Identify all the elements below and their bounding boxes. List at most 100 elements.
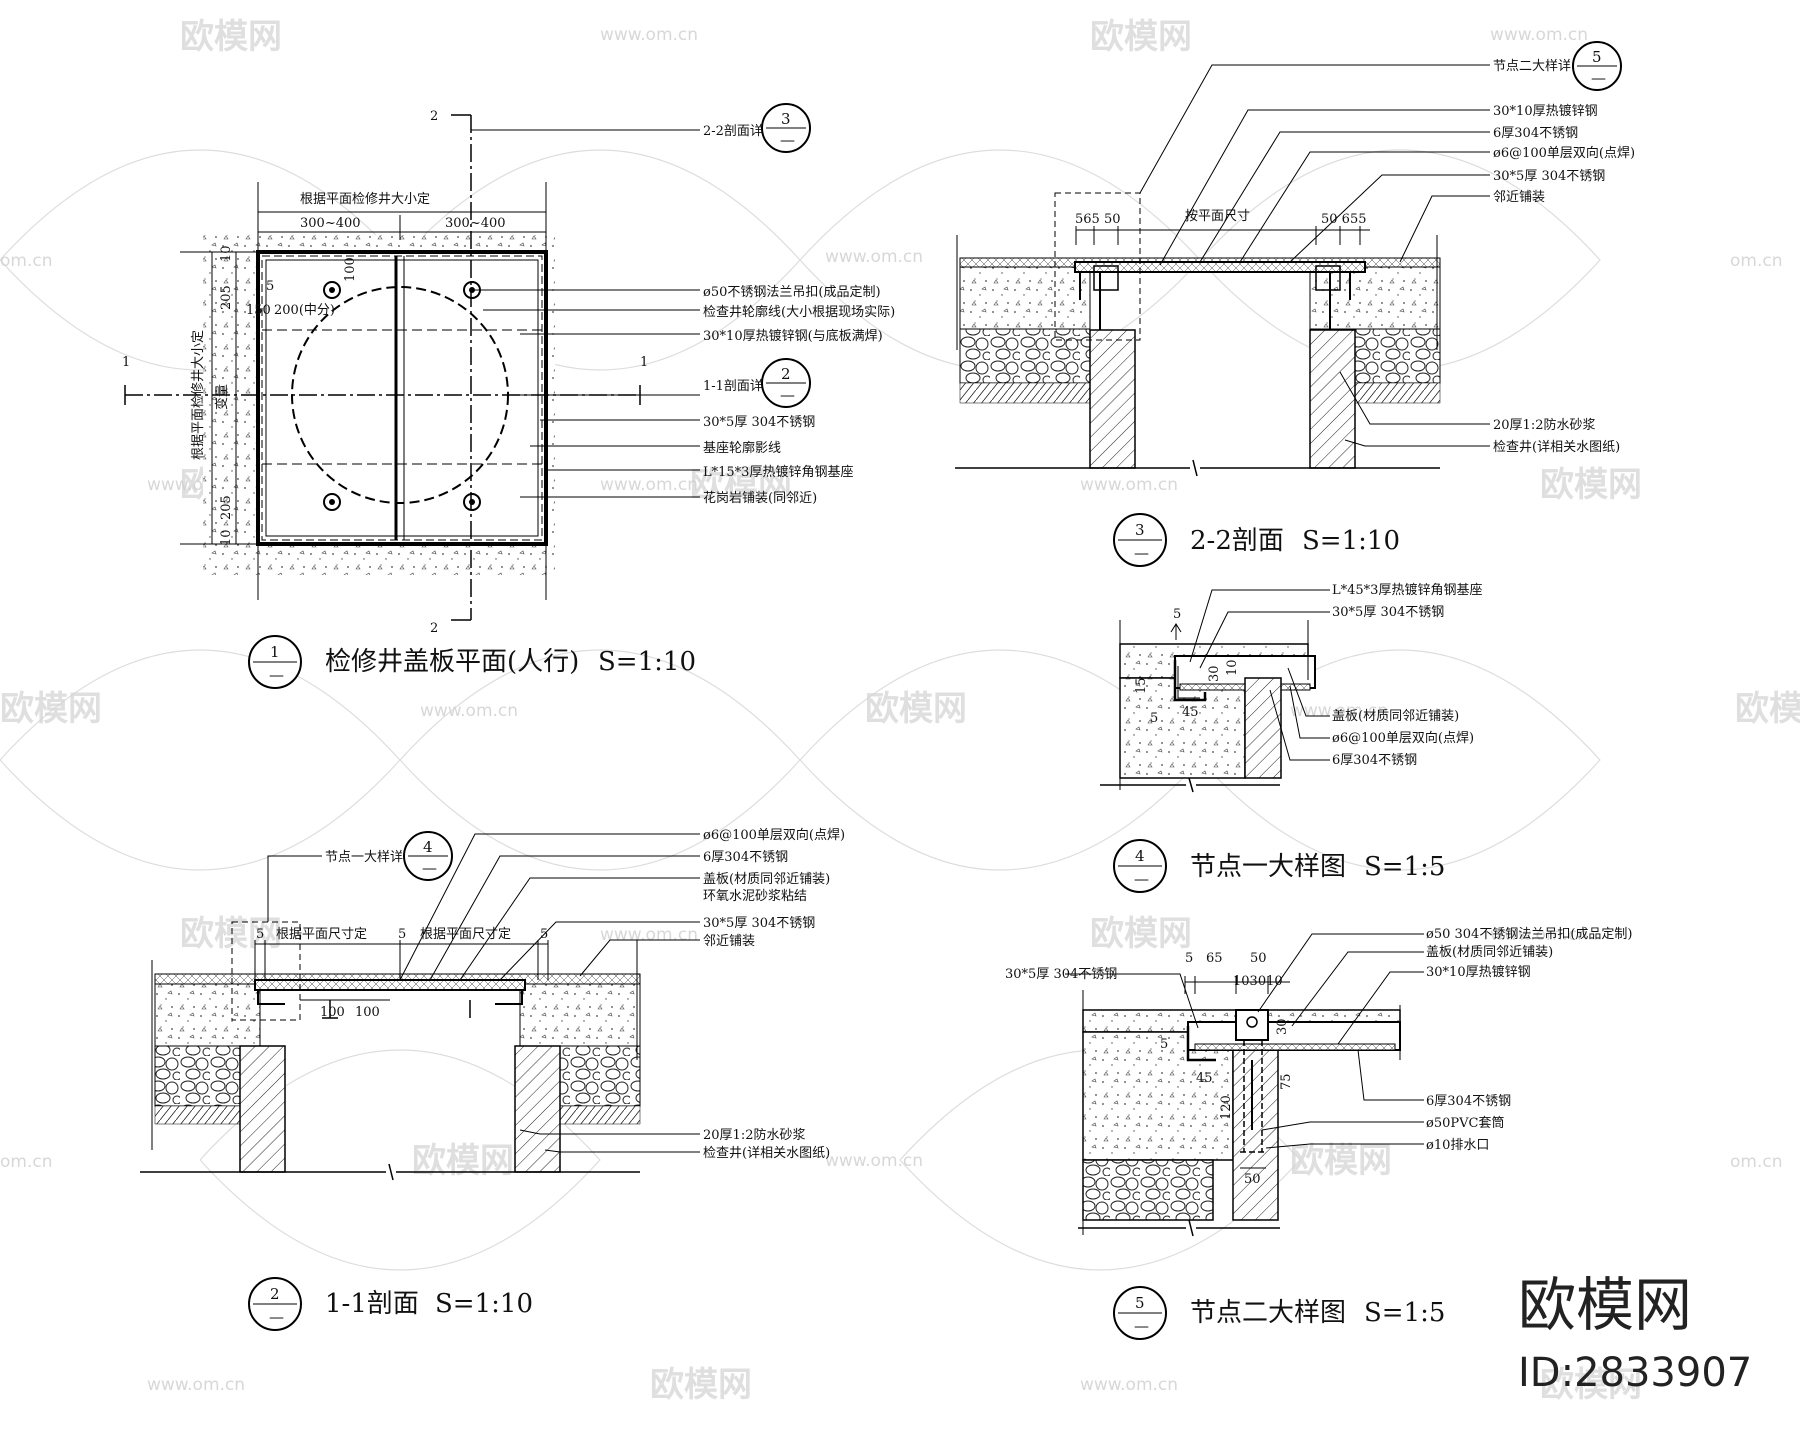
dimension-label: 10 xyxy=(219,245,234,262)
watermark-brand: 欧模网 xyxy=(690,465,792,505)
view-scale: S=1:10 xyxy=(598,647,696,677)
callout-label: ø50 304不锈钢法兰吊扣(成品定制) xyxy=(1426,927,1632,942)
callout-label: 30*10厚热镀锌钢(与底板满焊) xyxy=(703,328,883,344)
callout-label: 30*5厚 304不锈钢 xyxy=(1332,605,1444,620)
view-title-marker: 1 — xyxy=(248,635,302,689)
manhole-wall xyxy=(514,1045,561,1173)
callout-label: 检查井轮廓线(大小根据现场实际) xyxy=(703,304,895,320)
dimension-label: 65 xyxy=(1206,951,1223,966)
svg-text:—: — xyxy=(1134,870,1149,888)
manhole-wall xyxy=(1309,329,1356,469)
svg-text:—: — xyxy=(269,1308,284,1326)
callout-label: 盖板(材质同邻近铺装) xyxy=(703,872,830,887)
watermark-url: om.cn xyxy=(1730,251,1783,271)
callout-label: ø50不锈钢法兰吊扣(成品定制) xyxy=(703,285,881,300)
callout-label: 节点一大样详 xyxy=(325,850,403,865)
callout-label: 检查井(详相关水图纸) xyxy=(1493,440,1620,455)
dimension-label: 5 xyxy=(266,279,274,294)
svg-text:—: — xyxy=(780,386,795,404)
dimension-label: 变量 xyxy=(214,384,230,410)
callout-label: 20厚1:2防水砂浆 xyxy=(703,1127,805,1143)
view-title: 1-1剖面 xyxy=(325,1289,419,1319)
view-number: 3 xyxy=(1135,521,1145,539)
dimension-label: 5 xyxy=(398,927,406,942)
base-outline xyxy=(261,255,543,541)
dimension-label: 30 xyxy=(1275,1018,1290,1035)
detail-ref-marker: 5 — xyxy=(1572,41,1622,91)
dimension-label: 100 xyxy=(355,1005,380,1020)
watermark-layer: 欧模网 www.om.cn 欧模网 www.om.cn om.cn 欧模网 ww… xyxy=(0,17,1800,1405)
watermark-url: www.om.cn xyxy=(600,925,698,945)
cover-plate xyxy=(254,979,526,991)
view-scale: S=1:10 xyxy=(435,1289,533,1319)
callout-label: 环氧水泥砂浆粘结 xyxy=(703,889,807,904)
watermark-brand: 欧模网 xyxy=(1090,914,1192,954)
watermark-brand: 欧模网 xyxy=(1540,465,1642,505)
watermark-url: www.om.cn xyxy=(420,701,518,721)
dimension-label: 50 655 xyxy=(1321,212,1367,227)
view-title: 2-2剖面 xyxy=(1190,526,1284,556)
dimension-label: 565 50 xyxy=(1075,212,1121,227)
ground-break-line xyxy=(955,459,1440,477)
detail-ref-number: 5 xyxy=(1592,48,1602,66)
callout-label: ø10排水口 xyxy=(1426,1138,1489,1153)
cut-mark-label: 1 xyxy=(640,355,648,370)
cut-mark-label: 2 xyxy=(430,621,438,636)
callout-label: 1-1剖面详 xyxy=(703,379,763,394)
callout-label: 30*5厚 304不锈钢 xyxy=(1005,967,1117,982)
watermark-brand: 欧模网 xyxy=(180,914,282,954)
manhole-wall xyxy=(1244,677,1282,779)
view-title: 节点一大样图 xyxy=(1190,852,1346,882)
callout-label: 基座轮廓影线 xyxy=(703,440,781,456)
callout-label: 检查井(详相关水图纸) xyxy=(703,1146,830,1161)
dimension-label: 根据平面检修井大小定 xyxy=(300,192,430,207)
dimension-label: 10 xyxy=(1225,659,1240,676)
watermark-brand: 欧模网 xyxy=(180,17,282,57)
dimension-label: 120 xyxy=(1219,1095,1234,1120)
dimension-label: 按平面尺寸 xyxy=(1185,209,1250,224)
svg-text:—: — xyxy=(269,666,284,684)
watermark-url: www.om.cn xyxy=(825,247,923,267)
dimension-label: 30 xyxy=(1207,665,1222,682)
callout-label: 邻近铺装 xyxy=(1493,190,1545,205)
pvc-sleeve xyxy=(1240,1040,1266,1153)
watermark-brand: 欧模网 xyxy=(865,689,967,729)
watermark-url: www.om.cn xyxy=(1080,475,1178,495)
watermark-url: www.om.cn xyxy=(825,1151,923,1171)
callout-label: 30*10厚热镀锌钢 xyxy=(1426,964,1531,980)
brand-logo: 欧模网 xyxy=(1518,1271,1692,1339)
watermark-url: om.cn xyxy=(1730,1152,1783,1172)
view-number: 1 xyxy=(270,643,280,661)
view-title-marker: 4 — xyxy=(1113,839,1167,893)
callout-label: 20厚1:2防水砂浆 xyxy=(1493,417,1595,433)
dimension-label: 45 xyxy=(1182,705,1199,720)
watermark-url: www.om.cn xyxy=(147,1375,245,1395)
callout-label: 30*5厚 304不锈钢 xyxy=(1493,169,1605,184)
view-scale: S=1:5 xyxy=(1364,1298,1445,1328)
node-2-detail-view: 5 65 50 103010 30 45 75 120 50 5 30*5厚 3… xyxy=(1005,927,1632,1340)
callout-label: 花岗岩铺装(同邻近) xyxy=(703,490,817,506)
callout-label: 盖板(材质同邻近铺装) xyxy=(1426,945,1553,960)
callout-label: ø6@100单层双向(点焊) xyxy=(1332,730,1474,746)
ground-break-line xyxy=(140,1163,640,1181)
dimension-label: 15 xyxy=(1134,677,1149,694)
watermark-brand: 欧模网 xyxy=(1290,1141,1392,1181)
svg-text:—: — xyxy=(1591,69,1606,87)
brand-id: ID:2833907 xyxy=(1518,1350,1752,1396)
detail-ref-number: 2 xyxy=(781,365,791,383)
watermark-url: om.cn xyxy=(0,1152,53,1172)
manhole-wall xyxy=(1089,329,1136,469)
callout-label: ø50PVC套筒 xyxy=(1426,1115,1504,1131)
cover-plate xyxy=(1074,261,1366,273)
lifting-hook-icon xyxy=(323,281,481,511)
watermark-brand: 欧模网 xyxy=(0,689,102,729)
cut-mark-label: 1 xyxy=(122,355,130,370)
callout-label: 30*5厚 304不锈钢 xyxy=(703,415,815,430)
dimension-label: 200(中分) xyxy=(274,303,335,318)
plan-view: 2 2 1 1 根据平面检修井大小定 300~400 300~400 根据平面检… xyxy=(122,103,895,689)
dimension-label: 300~400 xyxy=(300,216,361,231)
watermark-url: www.om.cn xyxy=(1490,925,1588,945)
dimension-label: 50 xyxy=(1244,1172,1261,1187)
watermark-url: www.om.cn xyxy=(600,25,698,45)
